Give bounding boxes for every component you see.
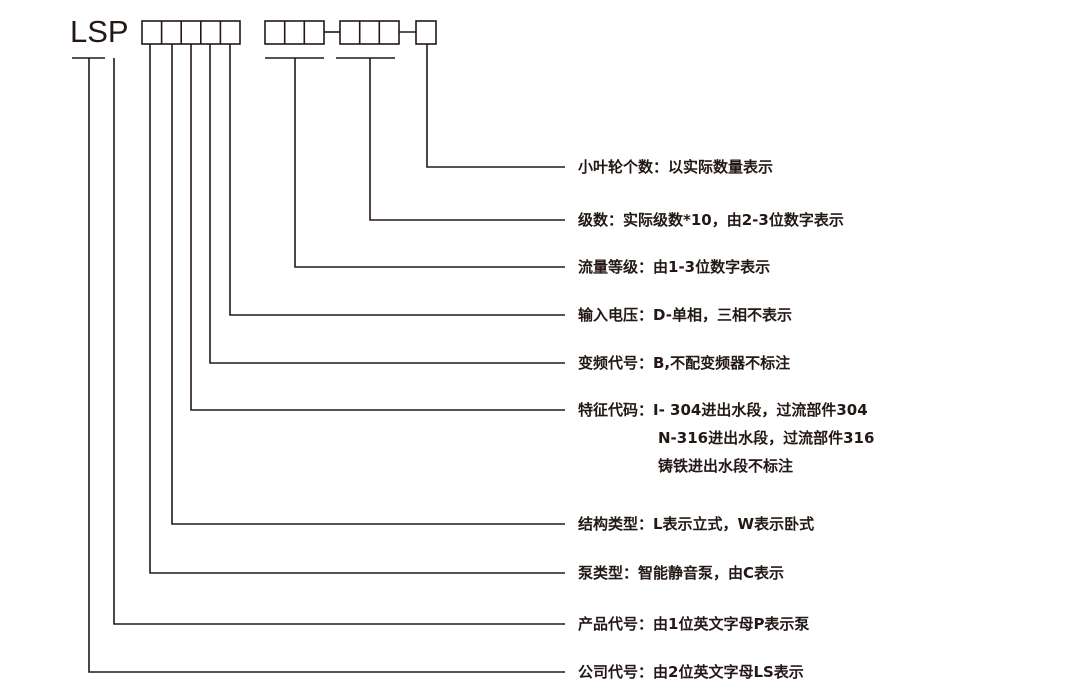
label-input-voltage: 输入电压：D-单相，三相不表示 (578, 306, 792, 324)
label-company-code: 公司代号：由2位英文字母LS表示 (578, 663, 804, 681)
leader-lines (72, 44, 565, 673)
label-pump-type: 泵类型：智能静音泵，由C表示 (578, 564, 785, 582)
box-group-1 (141, 20, 241, 45)
label-feature-code: 特征代码：I- 304进出水段，过流部件304 (578, 401, 868, 419)
label-feature-code-n316: N-316进出水段，过流部件316 (658, 429, 875, 447)
label-structure-type: 结构类型：L表示立式，W表示卧式 (578, 515, 815, 533)
box-single (415, 20, 437, 45)
box-group-3 (339, 20, 400, 45)
code-boxes (141, 20, 437, 45)
model-prefix: LSP (70, 14, 129, 49)
label-impeller-count: 小叶轮个数：以实际数量表示 (578, 158, 774, 176)
label-flow-grade: 流量等级：由1-3位数字表示 (578, 258, 771, 276)
box-group-2 (264, 20, 325, 45)
label-product-code: 产品代号：由1位英文字母P表示泵 (578, 615, 810, 633)
label-feature-code-cast-iron: 铸铁进出水段不标注 (658, 457, 794, 475)
label-stages: 级数：实际级数*10，由2-3位数字表示 (578, 211, 844, 229)
label-vfd-code: 变频代号：B,不配变频器不标注 (578, 354, 791, 372)
